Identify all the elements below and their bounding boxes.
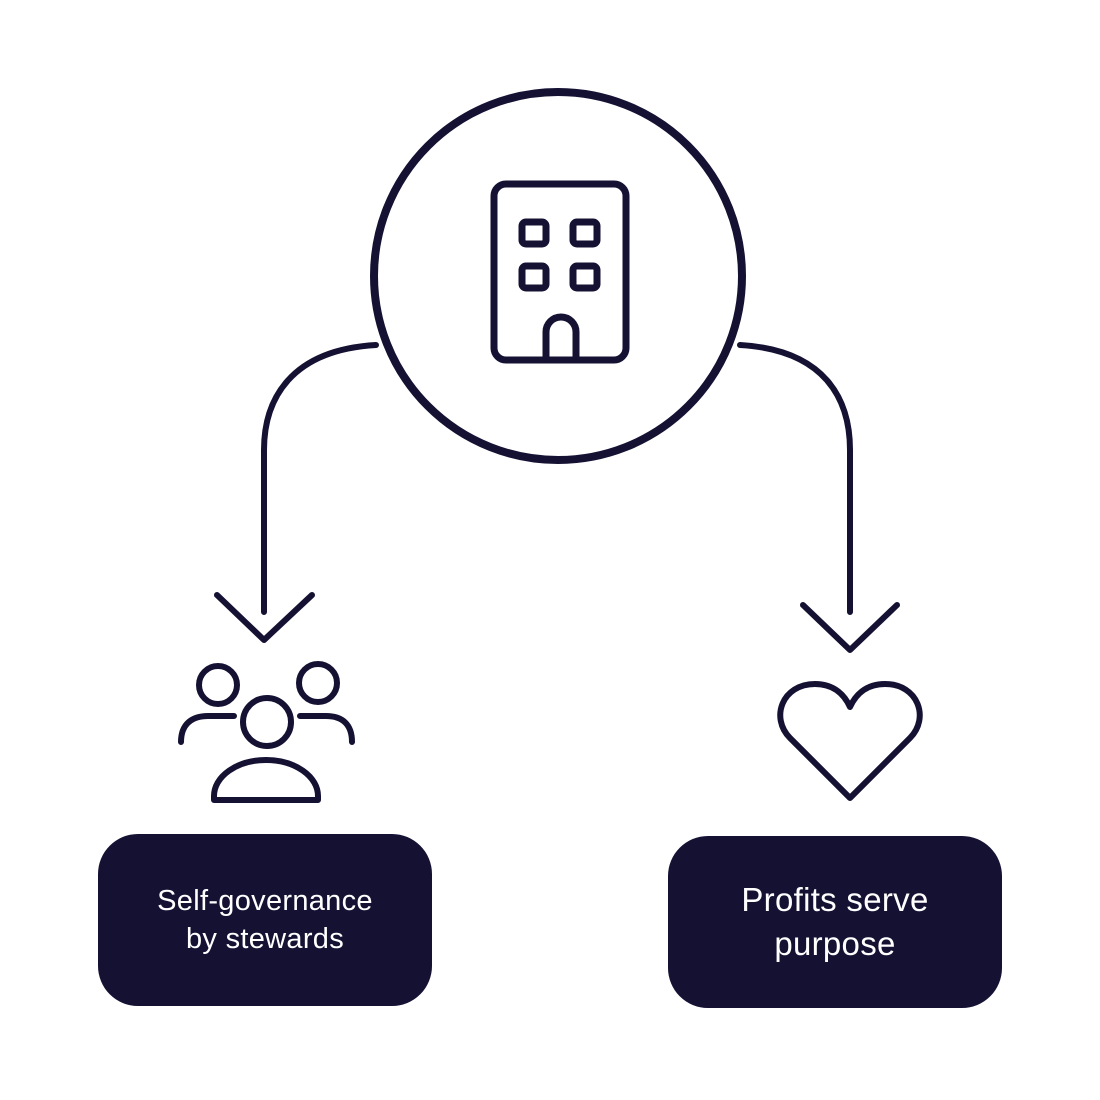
label-box-profits-serve-purpose: Profits serve purpose <box>668 836 1002 1008</box>
label-box-self-governance: Self-governance by stewards <box>98 834 432 1006</box>
label-line: purpose <box>774 925 896 962</box>
building-icon <box>490 180 630 364</box>
arrow-to-left <box>214 342 379 643</box>
label-line: Profits serve <box>741 881 929 918</box>
people-group-icon <box>178 661 355 803</box>
label-line: Self-governance <box>157 885 373 917</box>
center-circle <box>370 88 746 464</box>
label-line: by stewards <box>185 923 345 955</box>
arrow-to-right <box>737 342 900 653</box>
heart-icon <box>777 681 923 801</box>
